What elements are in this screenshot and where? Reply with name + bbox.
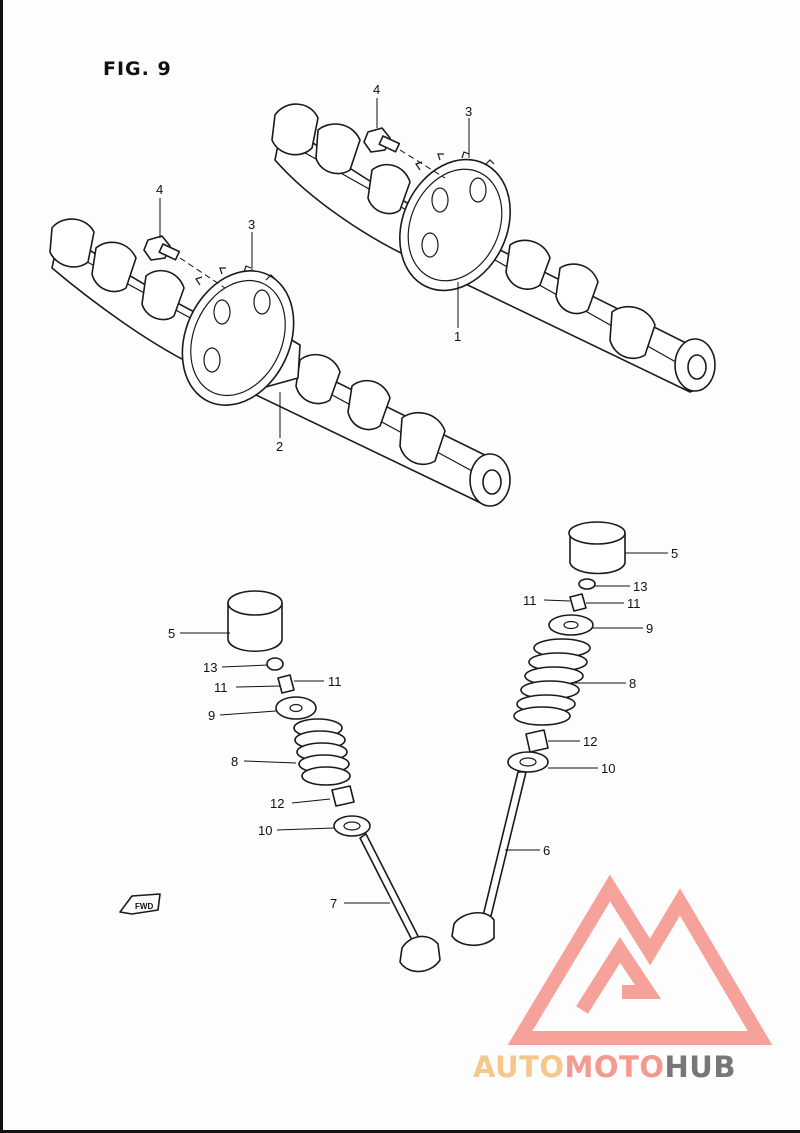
watermark-moto: MOTO (564, 1050, 665, 1084)
callout-11-left-b: 11 (328, 674, 342, 689)
seal-right[interactable] (525, 729, 549, 753)
callout-8-right: 8 (629, 676, 636, 691)
callout-5-left: 5 (168, 626, 175, 641)
cotter-left[interactable] (277, 674, 295, 694)
callout-9-right: 9 (646, 621, 653, 636)
callout-11-left-a: 11 (214, 680, 228, 695)
fwd-text: FWD (135, 902, 153, 911)
retainer-right[interactable] (548, 614, 594, 636)
watermark-text: AUTOMOTOHUB (473, 1050, 736, 1084)
shim-left[interactable] (266, 657, 284, 671)
callout-13-left: 13 (203, 660, 217, 675)
figure-title: FIG. 9 (103, 58, 172, 80)
callout-3-lower: 3 (248, 217, 255, 232)
tappet-left[interactable] (227, 590, 283, 652)
cotter-right[interactable] (569, 593, 587, 612)
callout-11-right-b: 11 (627, 596, 641, 611)
callout-8-left: 8 (231, 754, 238, 769)
shim-right[interactable] (578, 578, 596, 590)
bolt-lower[interactable] (143, 235, 181, 261)
callout-3-upper: 3 (465, 104, 472, 119)
fwd-arrow: FWD (119, 893, 161, 915)
spring-left[interactable] (293, 718, 351, 786)
watermark-logo-icon (507, 874, 773, 1045)
spring-right[interactable] (513, 638, 591, 726)
callout-12-left: 12 (270, 796, 284, 811)
leader-lines (159, 98, 668, 904)
callout-4-upper: 4 (373, 82, 380, 97)
callout-11-right-a: 11 (523, 593, 537, 608)
valve-right[interactable] (451, 771, 527, 947)
seat-left[interactable] (333, 815, 371, 837)
valve-left[interactable] (359, 833, 441, 973)
bolt-lower-axis (179, 257, 226, 289)
seal-left[interactable] (331, 785, 355, 807)
callout-4-lower: 4 (156, 182, 163, 197)
bolt-upper-axis (399, 149, 446, 179)
bolt-upper[interactable] (363, 127, 401, 153)
retainer-left[interactable] (275, 696, 317, 720)
callout-2: 2 (276, 439, 283, 454)
sprocket-lower[interactable] (161, 253, 314, 424)
callout-10-right: 10 (601, 761, 615, 776)
callout-12-right: 12 (583, 734, 597, 749)
callout-7: 7 (330, 896, 337, 911)
seat-right[interactable] (507, 751, 549, 773)
callout-10-left: 10 (258, 823, 272, 838)
tappet-right[interactable] (568, 521, 626, 575)
watermark-auto: AUTO (473, 1050, 565, 1084)
callout-13-right: 13 (633, 579, 647, 594)
callout-6: 6 (543, 843, 550, 858)
callout-1: 1 (454, 329, 461, 344)
watermark-hub: HUB (664, 1050, 736, 1084)
sprocket-upper[interactable] (379, 141, 531, 308)
callout-5-right: 5 (671, 546, 678, 561)
callout-9-left: 9 (208, 708, 215, 723)
